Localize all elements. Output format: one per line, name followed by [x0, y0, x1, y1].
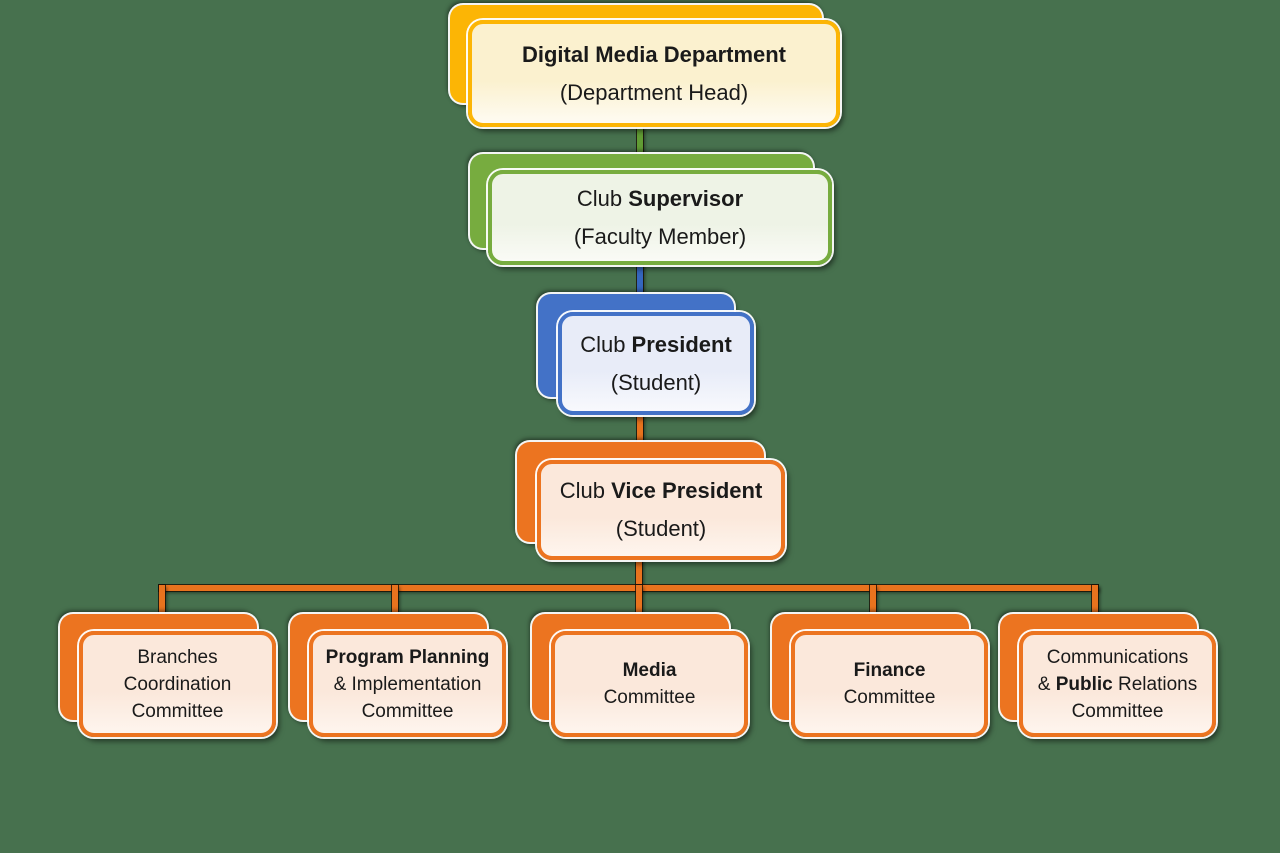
- committee-text-line: Committee: [843, 687, 936, 708]
- node-vice-president-subtitle: (Student): [615, 516, 707, 541]
- connector-department-supervisor: [637, 100, 643, 172]
- node-department-title: Digital Media Department: [521, 41, 787, 67]
- connector-drop-branches: [159, 585, 165, 623]
- committee-branches-coordination: Branches Coordination Committee: [60, 614, 276, 738]
- committee-communications-pr: Communications & Public Relations Commit…: [1000, 614, 1216, 738]
- committee-text-line: Committee: [1071, 700, 1164, 722]
- node-president: Club President (Student): [538, 294, 754, 415]
- node-vice-president-title: Club Vice President: [559, 478, 763, 503]
- node-department-card: Digital Media Department (Department Hea…: [468, 20, 840, 127]
- connector-president-vicepresident: [637, 396, 643, 462]
- connector-drop-communications: [1092, 585, 1098, 623]
- committee-communications-pr-card: Communications & Public Relations Commit…: [1019, 631, 1216, 737]
- node-supervisor-card: Club Supervisor (Faculty Member): [488, 170, 832, 265]
- committee-text-line: Committee: [361, 700, 454, 722]
- committee-program-planning: Program Planning & Implementation Commit…: [290, 614, 506, 738]
- committee-text-line: Communications: [1046, 646, 1189, 668]
- node-president-subtitle: (Student): [610, 369, 702, 395]
- node-president-title: Club President: [580, 331, 732, 357]
- committee-text-line: & Public Relations: [1037, 673, 1198, 695]
- connector-rail: [159, 585, 1098, 591]
- node-vice-president-card: Club Vice President (Student): [537, 460, 785, 560]
- committee-finance-card: Finance Committee: [791, 631, 988, 737]
- connector-drop-finance: [870, 585, 876, 623]
- connector-drop-program: [392, 585, 398, 623]
- node-supervisor: Club Supervisor (Faculty Member): [470, 154, 832, 265]
- node-department: Digital Media Department (Department Hea…: [450, 5, 840, 127]
- committee-text-line: Branches: [137, 646, 218, 668]
- node-supervisor-subtitle: (Faculty Member): [573, 223, 747, 249]
- committee-text-line: Committee: [603, 687, 696, 708]
- committee-program-planning-card: Program Planning & Implementation Commit…: [309, 631, 506, 737]
- committee-text-line: Coordination: [123, 673, 232, 695]
- committee-media: Media Committee: [532, 614, 748, 738]
- node-vice-president: Club Vice President (Student): [517, 442, 785, 560]
- committee-text-line: Media: [622, 660, 677, 681]
- committee-media-card: Media Committee: [551, 631, 748, 737]
- committee-branches-coordination-card: Branches Coordination Committee: [79, 631, 276, 737]
- committee-text-line: & Implementation: [333, 673, 482, 695]
- committee-text-line: Committee: [131, 700, 224, 722]
- connector-supervisor-president: [637, 246, 643, 314]
- connector-vicepresident-rail: [636, 550, 642, 590]
- connector-drop-media: [636, 585, 642, 623]
- committee-text-line: Finance: [853, 660, 926, 681]
- committee-text-line: Program Planning: [325, 646, 490, 668]
- node-supervisor-title: Club Supervisor: [576, 185, 744, 211]
- node-department-subtitle: (Department Head): [559, 79, 749, 105]
- committee-finance: Finance Committee: [772, 614, 988, 738]
- node-president-card: Club President (Student): [558, 312, 754, 415]
